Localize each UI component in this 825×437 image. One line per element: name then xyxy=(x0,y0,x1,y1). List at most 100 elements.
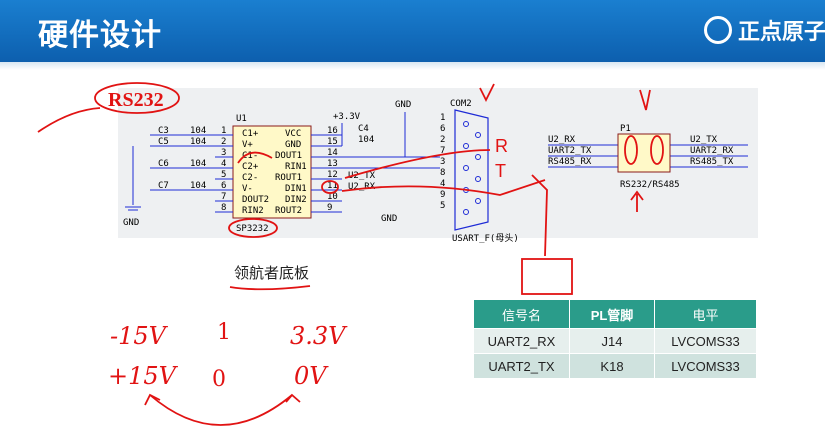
pin-label: DIN2 xyxy=(285,195,307,205)
pin-number: 16 xyxy=(327,126,338,136)
arrow-stroke xyxy=(144,393,161,406)
u1-right-pins: VCC GND DOUT1 RIN1 ROUT1 DIN1 DIN2 ROUT2 xyxy=(275,129,307,216)
gnd-label: GND xyxy=(381,214,397,224)
pin-label: C2- xyxy=(242,173,258,183)
pin-number: 3 xyxy=(440,157,445,167)
u1-part: SP3232 xyxy=(236,224,269,234)
rs232-annotation: RS232 xyxy=(108,89,164,111)
pin-label: GND xyxy=(285,140,301,150)
c4-value: 104 xyxy=(358,135,374,145)
pin-number: 7 xyxy=(440,146,445,156)
com-ref: COM2 xyxy=(450,99,472,109)
net-rs485-tx: RS485_TX xyxy=(690,157,734,167)
rs232-circle xyxy=(94,82,180,114)
pin-label: ROUT2 xyxy=(275,206,302,216)
table-header: 电平 xyxy=(654,299,757,329)
pin-number: 5 xyxy=(221,170,226,180)
signal-table: 信号名 PL管脚 电平 UART2_RX J14 LVCOMS33 UART2_… xyxy=(473,299,757,379)
pin-number: 9 xyxy=(440,190,445,200)
net-u2tx: U2_TX xyxy=(348,171,376,181)
hand-r: R xyxy=(495,136,508,156)
header-shadow xyxy=(0,62,825,70)
net-uart2-tx: UART2_TX xyxy=(548,146,592,156)
pin-number: 13 xyxy=(327,159,338,169)
pin-label: DOUT1 xyxy=(275,151,302,161)
pin-number: 11 xyxy=(327,181,338,191)
net-labels: U2_TX U2_RX U2_RX UART2_TX RS485_RX U2_T… xyxy=(348,135,748,192)
hand-zero: 0 xyxy=(212,367,226,392)
pin-label: V+ xyxy=(242,140,253,150)
p1-jumper: P1 RS232/RS485 xyxy=(617,124,680,190)
connection-curve xyxy=(531,174,548,257)
slide-header: 硬件设计 正点原子 xyxy=(0,0,825,62)
pin-number: 1 xyxy=(440,113,445,123)
pin-label: V- xyxy=(242,184,253,194)
arrow-stroke xyxy=(639,89,651,111)
pin-number: 15 xyxy=(327,137,338,147)
cap-value: 104 xyxy=(190,126,206,136)
u1-right-pin-numbers: 16 15 14 13 12 11 10 9 xyxy=(327,126,338,213)
cap-label: C7 xyxy=(158,181,169,191)
pin-number: 2 xyxy=(221,137,226,147)
pin-number: 12 xyxy=(327,170,338,180)
pin-label: RIN2 xyxy=(242,206,264,216)
pin-label: C1- xyxy=(242,151,258,161)
table-row: UART2_RX J14 LVCOMS33 xyxy=(473,328,757,354)
handwriting: -15V 1 3.3V +15V 0 0V xyxy=(108,320,348,426)
pin-number: 1 xyxy=(221,126,226,136)
pin-label: ROUT1 xyxy=(275,173,302,183)
gnd-label: GND xyxy=(395,100,411,110)
pin-number: 14 xyxy=(327,148,338,158)
table-header: 信号名 xyxy=(473,299,570,329)
u1-pin-stubs xyxy=(215,134,342,213)
hand-one: 1 xyxy=(217,320,231,345)
pin-number: 5 xyxy=(440,201,445,211)
arrow-stroke xyxy=(237,151,273,164)
connection-curve xyxy=(344,149,491,179)
pin-number: 4 xyxy=(221,159,226,169)
hand-v33: 3.3V xyxy=(290,322,348,350)
u1-chip xyxy=(232,125,312,219)
net-u2rx: U2_RX xyxy=(348,182,376,192)
jumper-circle xyxy=(650,135,664,165)
net-uart2-rx: UART2_RX xyxy=(690,146,734,156)
hand-zero-v: 0V xyxy=(294,362,329,390)
jumper-circle xyxy=(624,135,638,165)
pin-number: 8 xyxy=(440,168,445,178)
u1-left-pins: C1+ V+ C1- C2+ C2- V- DOUT2 RIN2 xyxy=(242,129,269,216)
net-rs485-rx: RS485_RX xyxy=(548,157,592,167)
pin-number: 6 xyxy=(440,124,445,134)
table-cell: K18 xyxy=(569,353,655,379)
logo-text: 正点原子 xyxy=(738,20,825,45)
pin-number: 7 xyxy=(221,192,226,202)
caption-underline xyxy=(229,285,311,291)
pin-number: 6 xyxy=(221,181,226,191)
net-u2rx: U2_RX xyxy=(548,135,576,145)
board-caption: 领航者底板 xyxy=(234,264,310,282)
power-section: +3.3V C4 104 GND xyxy=(333,100,411,157)
hand-pos15: +15V xyxy=(108,362,179,390)
arrow-stroke xyxy=(37,107,101,133)
table-header-row: 信号名 PL管脚 电平 xyxy=(473,299,757,329)
arrow-stroke xyxy=(479,83,495,103)
pin-number: 3 xyxy=(221,148,226,158)
slide-title: 硬件设计 xyxy=(38,18,162,53)
pin-number: 9 xyxy=(327,203,332,213)
cap-label: C5 xyxy=(158,137,169,147)
pin-label: VCC xyxy=(285,129,301,139)
cap-label: C3 xyxy=(158,126,169,136)
pin-number: 10 xyxy=(327,192,338,202)
table-cell: LVCOMS33 xyxy=(654,353,757,379)
pin-number: 2 xyxy=(440,135,445,145)
table-row: UART2_TX K18 LVCOMS33 xyxy=(473,353,757,379)
cap-label: C6 xyxy=(158,159,169,169)
pin-label: C2+ xyxy=(242,162,259,172)
com2-connector: COM2 1 6 2 7 3 8 4 9 5 USART_F(母头) GND xyxy=(342,99,519,244)
pin-label: DOUT2 xyxy=(242,195,269,205)
cap-value: 104 xyxy=(190,137,206,147)
cap-value: 104 xyxy=(190,181,206,191)
table-cell: UART2_RX xyxy=(473,328,570,354)
pin-number: 8 xyxy=(221,203,226,213)
com-label: USART_F(母头) xyxy=(452,233,519,244)
